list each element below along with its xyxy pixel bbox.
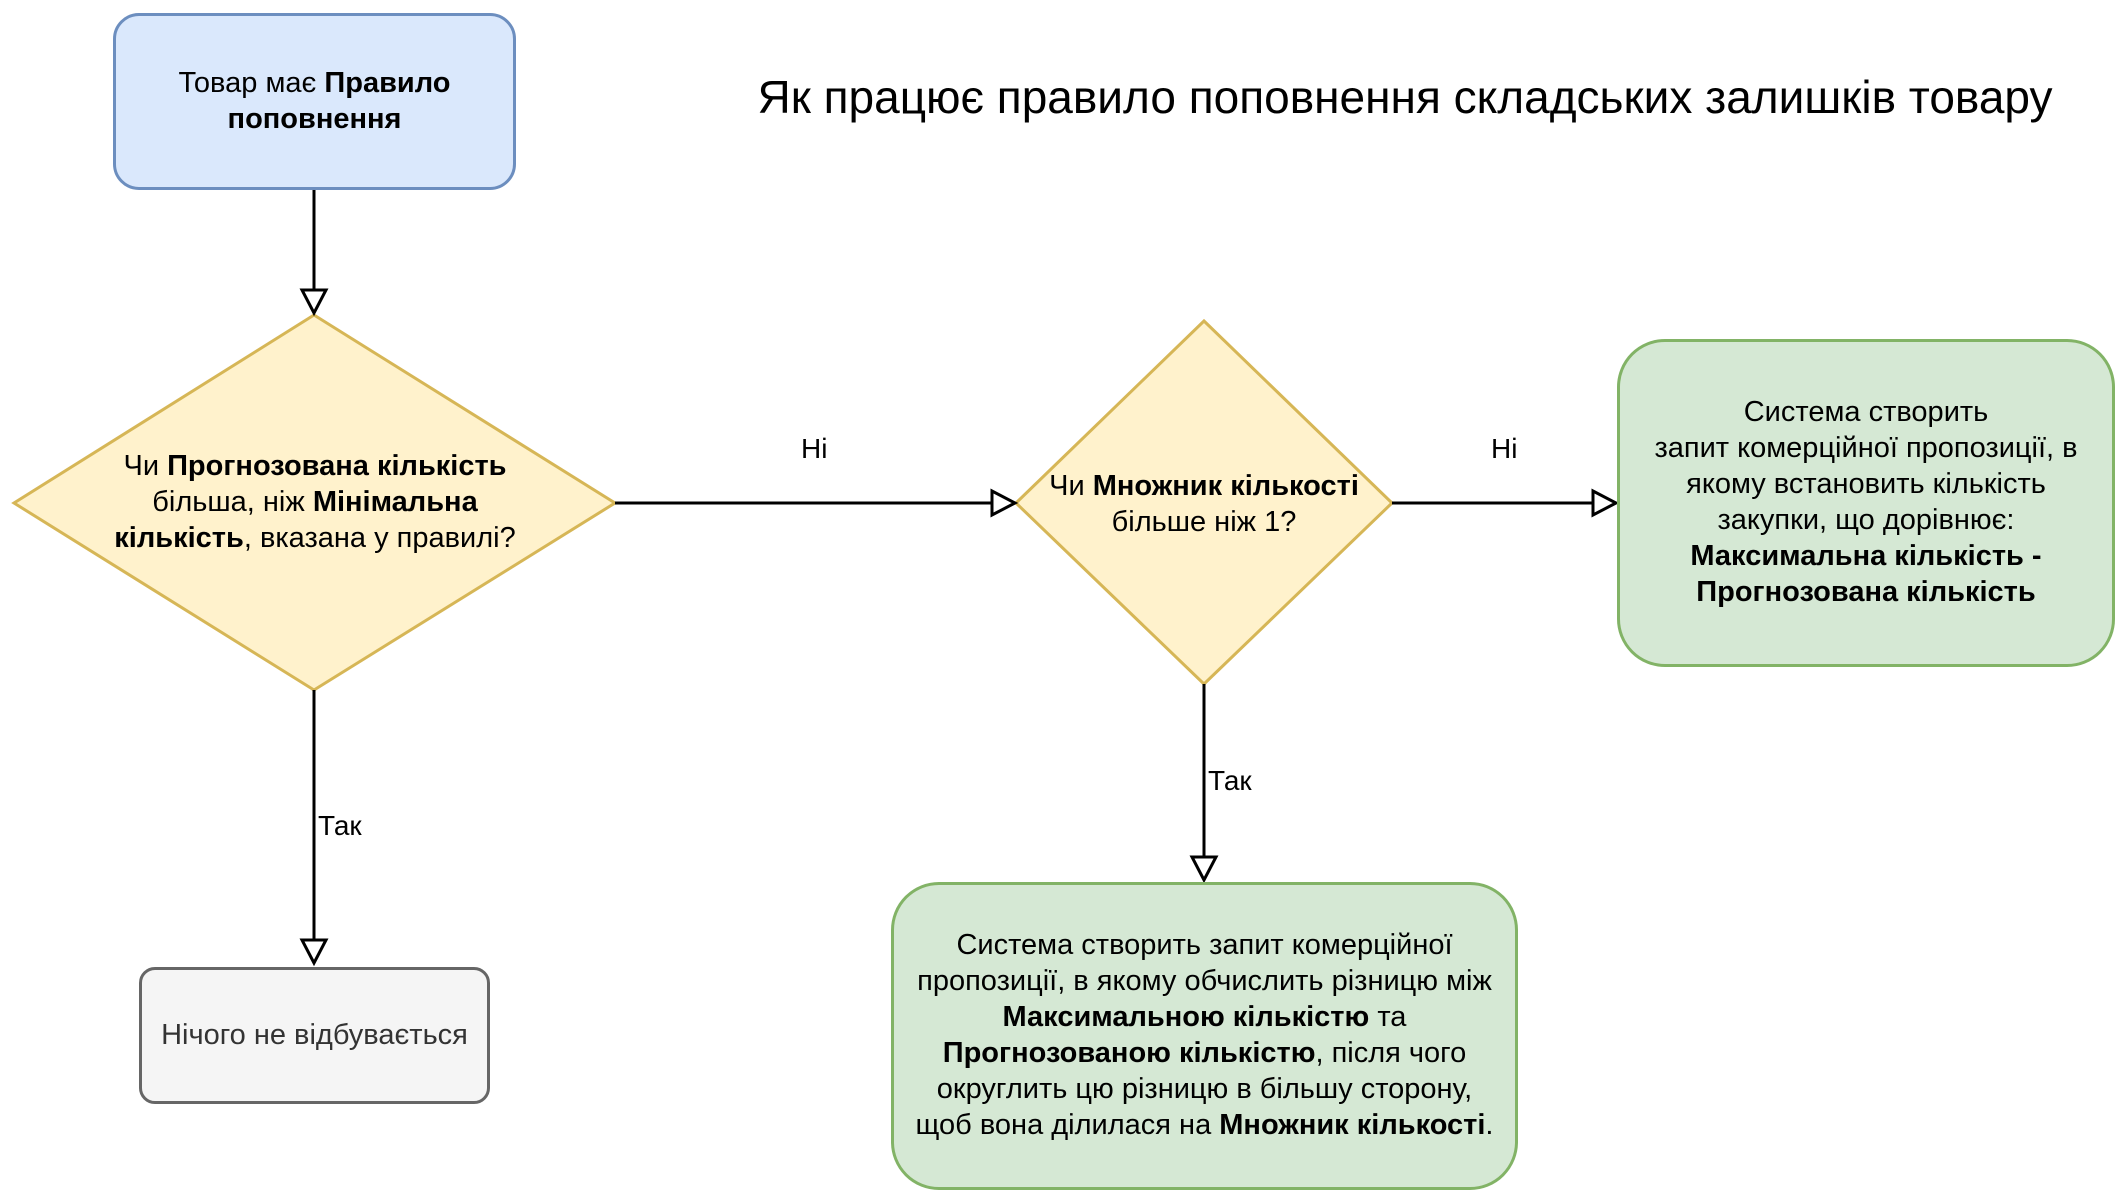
- start-text-regular: Товар має: [178, 66, 325, 99]
- start-node-text: Товар має Правило поповнення: [153, 66, 477, 138]
- result-simple-line-1: Система створить: [1743, 396, 1989, 429]
- result-rounded-text: Система створить запит комерційної пропо…: [894, 928, 1515, 1144]
- result-rounded-text-4: .: [1485, 1108, 1494, 1141]
- decision-min-quantity-text: Чи Прогнозована кількість більша, ніж Мі…: [90, 449, 540, 557]
- arrowhead-right: [990, 488, 1019, 518]
- edge-label-no-1: Ні: [801, 433, 828, 465]
- decision-min-text-3: , вказана у правилі?: [243, 521, 516, 554]
- decision-mult-text-2: більше ніж 1?: [1111, 506, 1297, 538]
- start-text-bold: Правило поповнення: [227, 66, 451, 135]
- nothing-happens-node: Нічого не відбувається: [139, 967, 490, 1104]
- result-simple-node: Система створить запит комерційної пропо…: [1617, 339, 2115, 667]
- decision-min-text-2: більша, ніж: [152, 486, 313, 519]
- edge-label-yes-1: Так: [318, 810, 362, 842]
- arrowhead-down: [299, 938, 329, 967]
- result-rounded-text-1: Система створить запит комерційної пропо…: [917, 929, 1492, 998]
- decision-min-text-forecast: Прогнозована кількість: [167, 450, 507, 483]
- decision-mult-text-multiplier: Множник кількості: [1092, 470, 1359, 503]
- result-simple-line-2: запит комерційної пропозиції, в якому вс…: [1654, 432, 2078, 536]
- decision-min-text-1: Чи: [123, 450, 168, 483]
- result-rounded-text-multiplier: Множник кількості: [1219, 1108, 1486, 1141]
- edge-label-no-2: Ні: [1491, 433, 1518, 465]
- decision-multiplier-label: Чи Множник кількості більше ніж 1?: [1030, 460, 1378, 550]
- result-simple-text: Система створить запит комерційної пропо…: [1624, 395, 2108, 611]
- result-rounded-text-forecast: Прогнозованою кількістю: [942, 1037, 1316, 1069]
- decision-min-text-minimum: Мінімальна кількість: [114, 486, 478, 554]
- decision-min-quantity-label: Чи Прогнозована кількість більша, ніж Мі…: [90, 430, 540, 576]
- decision-multiplier-text: Чи Множник кількості більше ніж 1?: [1030, 469, 1378, 541]
- diagram-title: Як працює правило поповнення складських …: [757, 71, 2053, 123]
- arrowhead-right: [1591, 488, 1620, 518]
- decision-mult-text-1: Чи: [1049, 470, 1093, 503]
- arrowhead-down: [299, 288, 329, 317]
- result-rounded-text-max: Максимальною кількістю: [1002, 1001, 1370, 1034]
- result-rounded-text-2: та: [1369, 1001, 1407, 1034]
- edge-label-yes-2: Так: [1208, 765, 1252, 797]
- arrowhead-down: [1189, 855, 1219, 884]
- result-rounded-node: Система створить запит комерційної пропо…: [891, 882, 1518, 1190]
- nothing-happens-text: Нічого не відбувається: [161, 1018, 468, 1051]
- result-simple-formula: Максимальна кількість - Прогнозована кіл…: [1690, 539, 2042, 608]
- result-rounded-text-3: , після чого округлить цю різницю в біль…: [915, 1037, 1473, 1141]
- start-node: Товар має Правило поповнення: [113, 13, 516, 190]
